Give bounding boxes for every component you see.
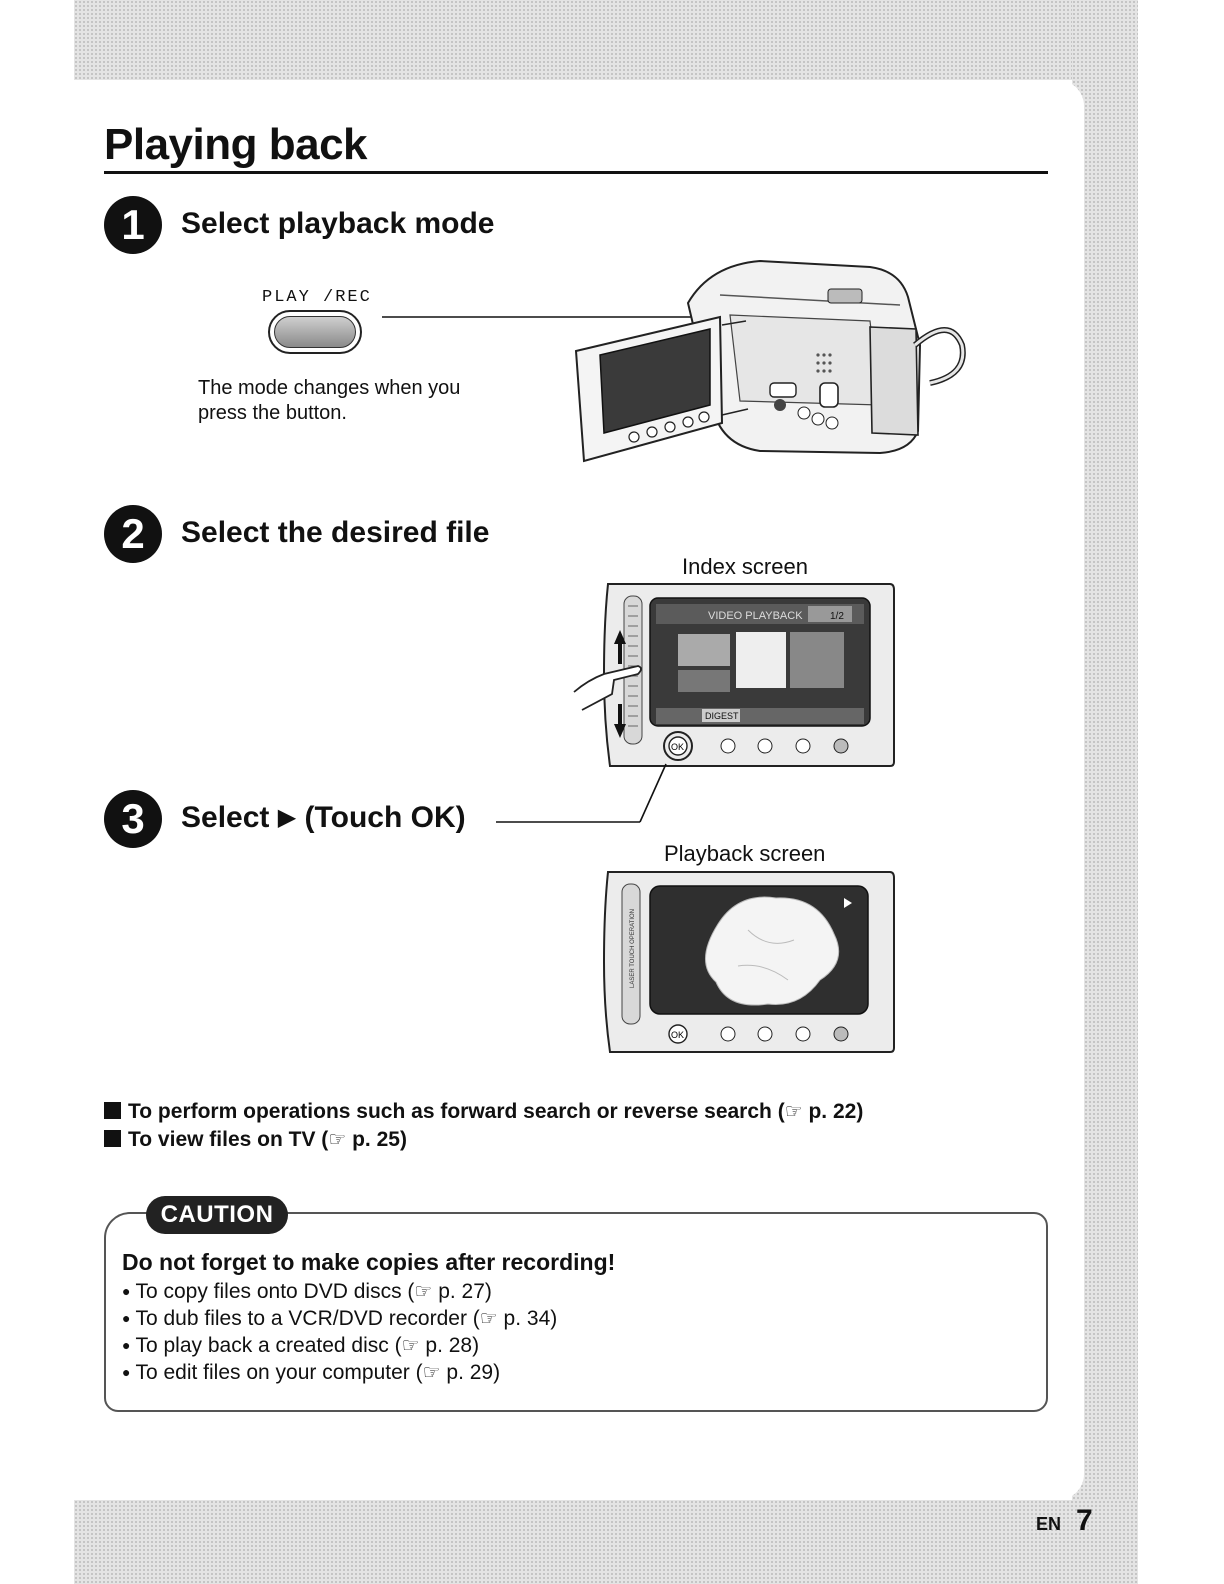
title-divider [104,171,1048,174]
index-ok-label: OK [671,742,684,752]
caution-item-copy-dvd: To copy files onto DVD discs (☞ p. 27) [122,1278,557,1305]
page-title: Playing back [104,120,368,169]
footer-language: EN [1036,1514,1062,1534]
play-rec-label: PLAY /REC [262,288,372,307]
step-3-number: 3 [104,790,162,848]
caution-box [104,1212,1048,1412]
caution-heading: Do not forget to make copies after recor… [122,1249,616,1275]
pointing-hand-icon: ☞ [479,1308,498,1330]
index-screen-caption: Index screen [682,554,808,579]
step-3-title: Select ▶ (Touch OK) [181,801,466,835]
footer-page-number: 7 [1076,1504,1093,1537]
square-bullet-icon [104,1102,121,1119]
mode-change-note: The mode changes when you press the butt… [198,377,461,424]
index-screen-illustration: VIDEO PLAYBACK 1/2 DIGEST OK [573,583,895,767]
play-triangle-icon: ▶ [277,804,297,831]
note-forward-search: To perform operations such as forward se… [104,1098,863,1126]
index-page-indicator: 1/2 [830,611,844,622]
ok-leader-line [496,763,667,823]
index-screen-header: VIDEO PLAYBACK [708,610,803,622]
step-2-number: 2 [104,505,162,563]
step-1-title: Select playback mode [181,207,495,240]
playback-ok-label: OK [671,1030,684,1040]
step-3-title-suffix: (Touch OK) [304,801,466,834]
step-1-number: 1 [104,196,162,254]
bottom-margin-band [74,1500,1138,1584]
play-rec-button[interactable] [268,310,362,354]
playback-screen-caption: Playback screen [664,841,826,866]
playback-side-label: LASER TOUCH OPERATION [630,909,636,988]
step-3-title-prefix: Select [181,801,270,834]
note-view-on-tv: To view files on TV (☞ p. 25) [104,1126,863,1154]
camcorder-illustration [574,259,966,463]
pointing-hand-icon: ☞ [422,1362,441,1384]
pointing-hand-icon: ☞ [784,1101,803,1123]
step-2-title: Select the desired file [181,516,490,549]
top-margin-band [74,0,1138,80]
index-digest-label: DIGEST [705,711,739,721]
pointing-hand-icon: ☞ [328,1129,347,1151]
caution-item-dub-vcr: To dub files to a VCR/DVD recorder (☞ p.… [122,1305,557,1332]
caution-item-play-disc: To play back a created disc (☞ p. 28) [122,1332,557,1359]
square-bullet-icon [104,1130,121,1147]
pointing-hand-icon: ☞ [414,1281,433,1303]
caution-item-edit-computer: To edit files on your computer (☞ p. 29) [122,1359,557,1386]
reference-notes: To perform operations such as forward se… [104,1098,863,1154]
caution-list: To copy files onto DVD discs (☞ p. 27) T… [122,1278,557,1386]
caution-badge: CAUTION [146,1196,288,1234]
pointing-hand-icon: ☞ [401,1335,420,1357]
playback-screen-illustration: LASER TOUCH OPERATION OK [602,871,895,1053]
